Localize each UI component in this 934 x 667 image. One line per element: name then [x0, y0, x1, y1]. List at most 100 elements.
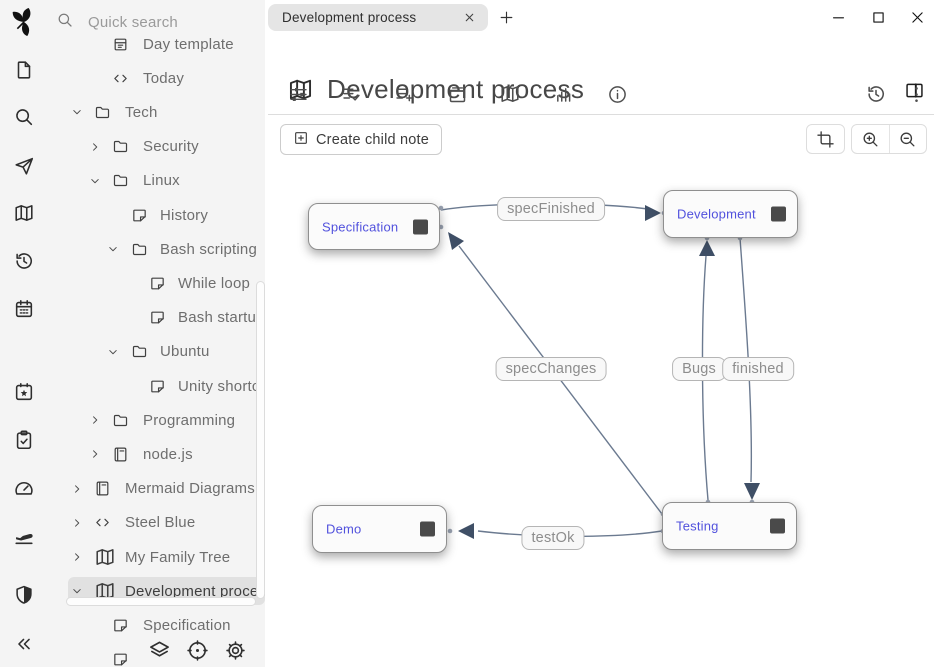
map-node-label[interactable]: Testing — [676, 518, 719, 534]
new-note-button[interactable] — [9, 55, 39, 85]
tree-item-history[interactable]: History — [48, 201, 265, 229]
note-paths-button[interactable] — [440, 80, 474, 108]
about-button[interactable] — [600, 80, 634, 108]
revisions-button[interactable] — [859, 80, 893, 108]
special-dates-button[interactable] — [9, 377, 39, 407]
basic-properties-button[interactable] — [281, 80, 315, 108]
owned-attributes-button[interactable] — [334, 80, 368, 108]
tree-item-ubuntu[interactable]: Ubuntu — [48, 338, 265, 366]
tree-item-hidden[interactable] — [48, 646, 265, 667]
map-node-development[interactable]: Development — [663, 190, 798, 238]
edge-label-bugs[interactable]: Bugs — [672, 357, 726, 381]
search-button[interactable] — [9, 102, 39, 132]
new-tab-button[interactable] — [493, 4, 519, 30]
map-icon — [94, 546, 116, 568]
protected-session-button[interactable] — [9, 580, 39, 610]
chevron-down-icon[interactable] — [70, 105, 84, 119]
window-maximize-button[interactable] — [863, 6, 893, 28]
resize-handle[interactable] — [771, 206, 786, 222]
tree-item-unity-shortcuts[interactable]: Unity shortcuts — [48, 372, 265, 400]
edge-label-specchanges[interactable]: specChanges — [495, 357, 607, 381]
tree-item-tech[interactable]: Tech — [48, 98, 265, 126]
chevron-right-icon[interactable] — [88, 413, 102, 427]
jump-to-note-button[interactable] — [9, 151, 39, 181]
recent-changes-button[interactable] — [9, 246, 39, 276]
chevron-right-icon[interactable] — [70, 550, 84, 564]
tree-item-label: Mermaid Diagrams — [125, 480, 255, 498]
tree-item-bash-scripting[interactable]: Bash scripting — [48, 235, 265, 263]
tree-horizontal-scrollbar[interactable] — [66, 597, 256, 606]
edge-label-finished[interactable]: finished — [722, 357, 794, 381]
chevron-down-icon[interactable] — [88, 174, 102, 188]
travel-button[interactable] — [9, 521, 39, 551]
tree-item-security[interactable]: Security — [48, 133, 265, 161]
map-node-demo[interactable]: Demo — [312, 505, 447, 553]
tree-item-my-family-tree[interactable]: My Family Tree — [48, 543, 265, 571]
create-child-note-label: Create child note — [316, 131, 430, 148]
resize-handle[interactable] — [420, 521, 435, 537]
menu-dots-button[interactable] — [899, 80, 933, 108]
tab-development-process[interactable]: Development process — [268, 4, 488, 31]
tree-item-day-template[interactable]: Day template — [48, 30, 265, 58]
tree-item-specification[interactable]: Specification — [48, 611, 265, 639]
map-node-label[interactable]: Specification — [322, 219, 399, 234]
folder-icon — [112, 412, 129, 429]
note-title[interactable]: Development process — [327, 74, 585, 104]
edge-label-specfinished[interactable]: specFinished — [497, 197, 605, 221]
edge-label-testok[interactable]: testOk — [521, 526, 585, 550]
collapse-pane-button[interactable] — [9, 629, 39, 659]
chevron-down-icon[interactable] — [106, 242, 120, 256]
tree-item-label: Security — [143, 138, 199, 156]
map-node-label[interactable]: Demo — [326, 521, 362, 537]
tree-item-while-loop[interactable]: While loop — [48, 269, 265, 297]
map-node-testing[interactable]: Testing — [662, 502, 797, 550]
quick-search-input[interactable]: Quick search — [48, 4, 265, 40]
chevron-right-icon[interactable] — [70, 482, 84, 496]
note-map-button[interactable] — [493, 80, 527, 108]
connection-dot — [447, 528, 453, 534]
scroll-to-active-button[interactable] — [186, 639, 209, 662]
tree-item-today[interactable]: Today — [48, 64, 265, 92]
layers-button[interactable] — [148, 639, 171, 662]
dashboard-icon — [13, 477, 35, 499]
map-node-specification[interactable]: Specification — [308, 203, 440, 250]
reset-pan-zoom-button[interactable] — [806, 124, 845, 154]
tree-item-mermaid-diagrams[interactable]: Mermaid Diagrams — [48, 475, 265, 503]
code-icon — [112, 70, 129, 87]
resize-handle[interactable] — [413, 219, 428, 234]
map-icon — [499, 83, 521, 105]
window-close-button[interactable] — [902, 6, 932, 28]
chevron-down-icon[interactable] — [106, 345, 120, 359]
tree-item-label: Ubuntu — [160, 343, 210, 361]
create-child-note-button[interactable]: Create child note — [280, 124, 443, 155]
zoom-out-button[interactable] — [888, 125, 927, 153]
tree-item-steel-blue[interactable]: Steel Blue — [48, 509, 265, 537]
calendar-button[interactable] — [9, 294, 39, 324]
map-node-label[interactable]: Development — [677, 206, 756, 222]
zoom-in-button[interactable] — [852, 125, 889, 153]
chevron-right-icon[interactable] — [88, 447, 102, 461]
tree-item-bash-startup[interactable]: Bash startup — [48, 304, 265, 332]
tree-settings-button[interactable] — [224, 639, 247, 662]
tree-item-development-process[interactable]: Development process — [48, 577, 265, 605]
tree-vertical-scrollbar[interactable] — [256, 281, 265, 599]
note-icon — [149, 275, 166, 292]
note-info-button[interactable] — [546, 80, 580, 108]
tree-item-node-js[interactable]: node.js — [48, 440, 265, 468]
note-plus-icon — [293, 130, 309, 150]
dashboard-button[interactable] — [9, 473, 39, 503]
window-minimize-button[interactable] — [823, 6, 853, 28]
inherited-attributes-button[interactable] — [387, 80, 421, 108]
tab-close-icon[interactable] — [463, 11, 476, 24]
tree-item-programming[interactable]: Programming — [48, 406, 265, 434]
chevron-down-icon[interactable] — [70, 584, 84, 598]
tree-item-linux[interactable]: Linux — [48, 167, 265, 195]
collections-button[interactable] — [9, 198, 39, 228]
chevron-right-icon[interactable] — [70, 516, 84, 530]
folder-icon — [131, 343, 148, 360]
task-list-button[interactable] — [9, 425, 39, 455]
chevron-right-icon[interactable] — [88, 140, 102, 154]
note-icon — [149, 309, 166, 326]
resize-handle[interactable] — [770, 518, 785, 534]
